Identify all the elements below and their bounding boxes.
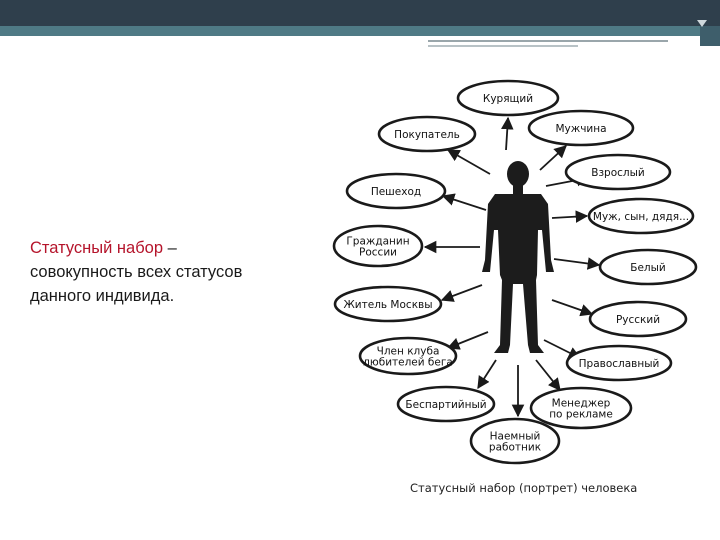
- status-node-muzh: Муж, сын, дядя...: [589, 199, 693, 233]
- status-node-label: Житель Москвы: [343, 299, 432, 311]
- status-node-label: России: [359, 247, 397, 259]
- status-node-bespartiyny: Беспартийный: [398, 387, 494, 421]
- arrow-to-pokupatel: [448, 150, 490, 174]
- status-node-pokupatel: Покупатель: [379, 117, 475, 151]
- arrow-to-kuryashchiy: [506, 118, 508, 150]
- status-node-label: работник: [489, 442, 541, 454]
- slide-corner-block: [700, 26, 720, 46]
- status-node-label: Пешеход: [371, 186, 421, 198]
- status-node-bely: Белый: [600, 250, 696, 284]
- status-node-label: любителей бега: [363, 357, 453, 369]
- status-node-russkiy: Русский: [590, 302, 686, 336]
- status-node-pravoslavny: Православный: [567, 346, 671, 380]
- definition-line-3: данного индивида.: [30, 287, 174, 305]
- definition-line-2: совокупность всех статусов: [30, 263, 242, 281]
- arrow-to-menedzher: [536, 360, 560, 390]
- person-silhouette-icon: [482, 161, 554, 353]
- status-node-label: Мужчина: [555, 123, 606, 135]
- status-node-label: Белый: [630, 262, 666, 274]
- status-node-muzhchina: Мужчина: [529, 111, 633, 145]
- definition-dash: –: [163, 239, 177, 257]
- status-node-label: по рекламе: [549, 409, 613, 421]
- arrow-to-bely: [554, 259, 599, 265]
- arrow-to-bespartiyny: [478, 360, 496, 388]
- slide-divider-line-short: [428, 45, 578, 47]
- status-node-label: Русский: [616, 314, 660, 326]
- slide-top-accent-bar: [0, 26, 720, 36]
- status-node-kuryashchiy: Курящий: [458, 81, 558, 115]
- slide-notch-mark: [697, 20, 707, 27]
- arrow-to-chlen: [448, 332, 488, 348]
- arrow-to-russkiy: [552, 300, 592, 314]
- status-node-label: Курящий: [483, 93, 533, 105]
- slide-divider-line: [428, 40, 668, 42]
- definition-text: Статусный набор – совокупность всех стат…: [30, 236, 320, 308]
- status-node-label: Беспартийный: [405, 399, 486, 411]
- slide-top-bar: [0, 0, 720, 26]
- arrow-to-muzh: [552, 216, 587, 218]
- status-node-label: Муж, сын, дядя...: [593, 211, 689, 223]
- status-node-label: Православный: [579, 358, 660, 370]
- diagram-caption: Статусный набор (портрет) человека: [410, 481, 637, 495]
- status-node-vzrosly: Взрослый: [566, 155, 670, 189]
- definition-term: Статусный набор: [30, 239, 163, 257]
- arrow-to-zhitel: [442, 285, 482, 300]
- status-node-peshekhod: Пешеход: [347, 174, 445, 208]
- status-node-label: Взрослый: [591, 167, 644, 179]
- arrow-to-muzhchina: [540, 146, 566, 170]
- status-node-zhitel: Житель Москвы: [335, 287, 441, 321]
- arrow-to-peshekhod: [443, 196, 486, 210]
- status-node-label: Покупатель: [394, 129, 460, 141]
